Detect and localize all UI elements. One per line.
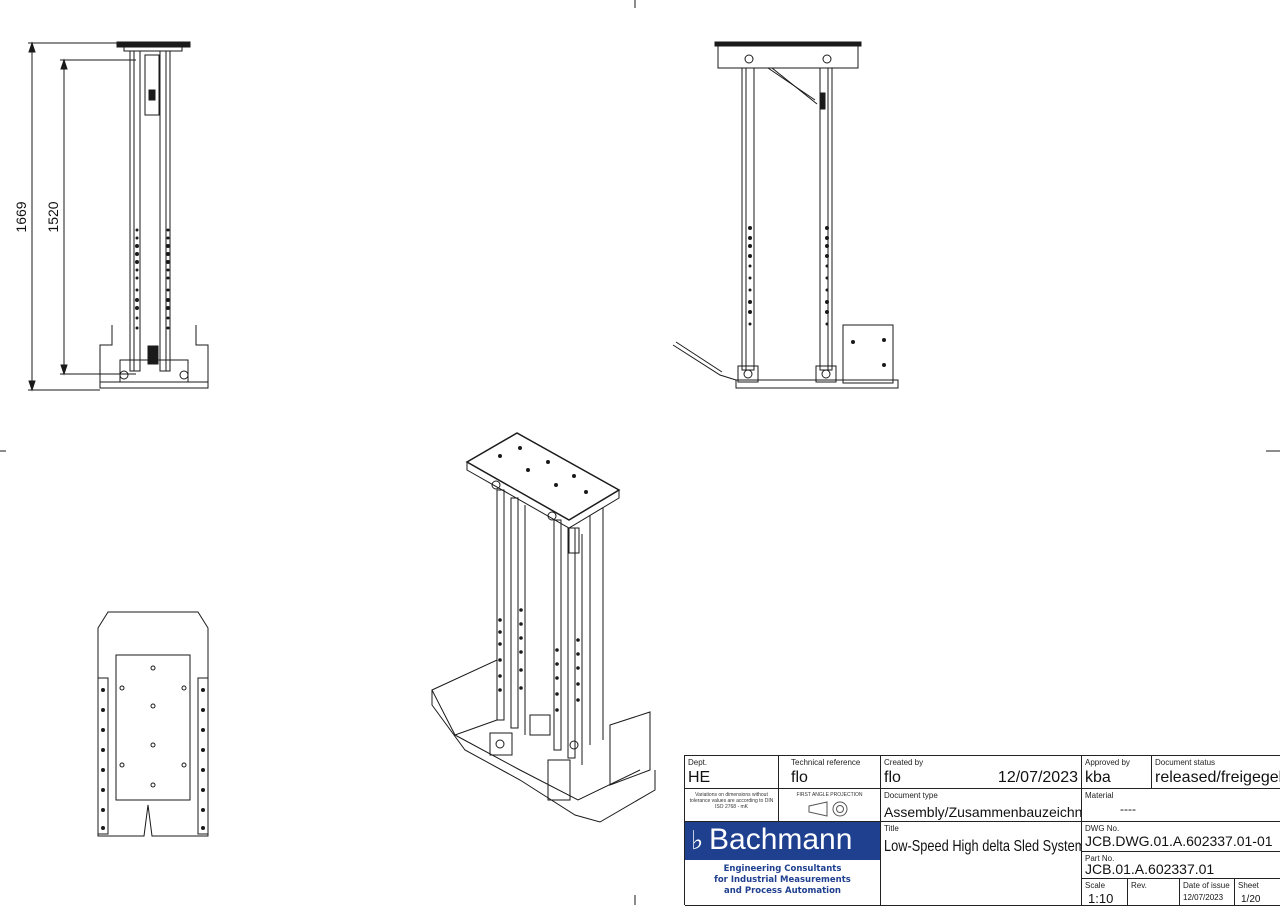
- doc-status-cell: Document status released/freigegeben: [1152, 756, 1280, 789]
- bachmann-logo-icon: ♭: [691, 826, 704, 856]
- approved-by-value: kba: [1085, 769, 1111, 786]
- title-cell: Title Low-Speed High delta Sled System: [881, 822, 1082, 906]
- tolerance-cell: Variations on dimensions without toleran…: [685, 789, 779, 822]
- dept-label: Dept.: [688, 758, 708, 767]
- date-of-issue-value: 12/07/2023: [1183, 893, 1224, 902]
- rev-label: Rev.: [1131, 881, 1147, 890]
- material-label: Material: [1085, 791, 1114, 800]
- dwg-no-label: DWG No.: [1085, 824, 1120, 833]
- logo-banner: ♭ Bachmann: [685, 822, 880, 860]
- created-by-cell: Created by flo 12/07/2023: [881, 756, 1082, 789]
- bottom-view: [97, 611, 209, 837]
- rev-cell: Rev.: [1128, 879, 1180, 906]
- scale-label: Scale: [1085, 881, 1106, 890]
- dwg-no-value: JCB.DWG.01.A.602337.01-01: [1085, 833, 1273, 849]
- tech-ref-cell: Technical reference flo: [779, 756, 881, 789]
- approved-by-cell: Approved by kba: [1082, 756, 1152, 789]
- sheet-label: Sheet: [1238, 881, 1259, 890]
- material-value: ----: [1120, 802, 1136, 816]
- tech-ref-label: Technical reference: [791, 758, 861, 767]
- projection-label: FIRST ANGLE PROJECTION: [796, 792, 863, 798]
- part-no-value: JCB.01.A.602337.01: [1085, 861, 1215, 877]
- tech-ref-value: flo: [791, 769, 808, 786]
- projection-cell: FIRST ANGLE PROJECTION: [779, 789, 881, 822]
- logo-cell: ♭ Bachmann Engineering Consultants for I…: [685, 822, 881, 906]
- material-cell: Material ----: [1082, 789, 1280, 822]
- part-no-cell: Part No. JCB.01.A.602337.01: [1082, 852, 1280, 879]
- dimension-inner-height: 1520: [45, 201, 61, 232]
- dwg-no-cell: DWG No. JCB.DWG.01.A.602337.01-01: [1082, 822, 1280, 852]
- created-date: 12/07/2023: [997, 769, 1078, 786]
- dimension-overall-height: 1669: [13, 201, 29, 232]
- approved-by-label: Approved by: [1085, 758, 1130, 767]
- doc-type-cell: Document type Assembly/Zusammenbauzeichn…: [881, 789, 1082, 822]
- dept-cell: Dept. HE: [685, 756, 779, 789]
- doc-type-label: Document type: [884, 791, 938, 800]
- created-by-value: flo: [884, 769, 901, 786]
- front-view: [28, 41, 209, 392]
- title-value: Low-Speed High delta Sled System: [884, 838, 1082, 855]
- date-of-issue-label: Date of issue: [1183, 881, 1230, 890]
- isometric-view: [431, 432, 656, 823]
- tolerance-note: Variations on dimensions without toleran…: [689, 792, 774, 810]
- scale-value: 1:10: [1088, 891, 1114, 906]
- first-angle-projection-icon: [808, 801, 848, 817]
- scale-cell: Scale 1:10: [1082, 879, 1128, 906]
- sheet-value: 1/20: [1241, 894, 1261, 905]
- doc-status-value: released/freigegeben: [1155, 769, 1280, 786]
- title-block: Dept. HE Technical reference flo Created…: [684, 755, 1280, 906]
- title-label: Title: [884, 824, 899, 833]
- date-of-issue-cell: Date of issue 12/07/2023: [1180, 879, 1235, 906]
- logo-tagline: Engineering Consultants for Industrial M…: [714, 864, 851, 896]
- doc-type-value: Assembly/Zusammenbauzeichnung: [884, 804, 1082, 820]
- part-no-label: Part No.: [1085, 854, 1115, 863]
- doc-status-label: Document status: [1155, 758, 1216, 767]
- created-by-label: Created by: [884, 758, 924, 767]
- sheet-cell: Sheet 1/20: [1235, 879, 1280, 906]
- logo-name: Bachmann: [709, 823, 853, 856]
- side-view: [672, 41, 899, 389]
- dept-value: HE: [688, 769, 711, 786]
